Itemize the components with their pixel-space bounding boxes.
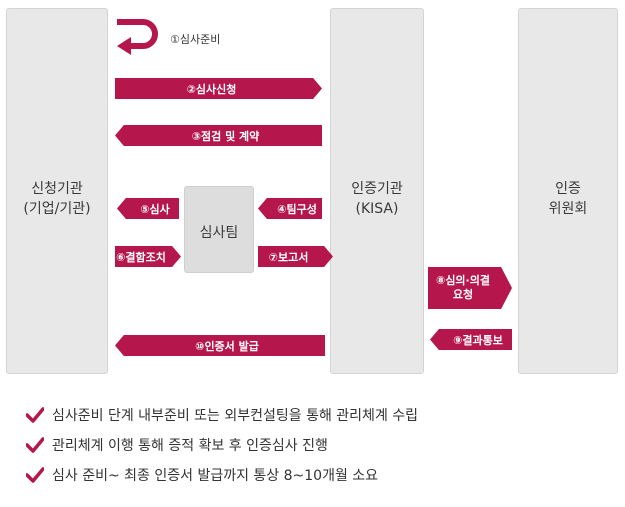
checkmark-icon	[26, 437, 44, 453]
audit-team-box: 심사팀	[184, 186, 254, 273]
note-item: 심사준비 단계 내부준비 또는 외부컨설팅을 통해 관리체계 수립	[26, 400, 418, 430]
step-10-label: ⑩인증서 발급	[195, 339, 259, 353]
note-text: 심사 준비~ 최종 인증서 발급까지 통상 8~10개월 소요	[52, 468, 379, 484]
committee-column: 인증 위원회	[518, 8, 618, 374]
step-8-arrow: ⑧심의·의결 요청	[428, 267, 512, 309]
step-3-label: ③점검 및 계약	[191, 129, 260, 143]
step-2-arrow: ②심사신청	[115, 78, 322, 99]
step-3-arrow: ③점검 및 계약	[115, 125, 322, 146]
note-item: 심사 준비~ 최종 인증서 발급까지 통상 8~10개월 소요	[26, 460, 418, 490]
step-9-label: ⑨결과통보	[453, 333, 503, 347]
step-4-arrow: ④팀구성	[258, 198, 322, 219]
step-10-arrow: ⑩인증서 발급	[115, 335, 325, 356]
return-arrow-icon	[117, 19, 158, 55]
cert-body-label: 인증기관 (KISA)	[351, 181, 403, 217]
committee-label: 인증 위원회	[548, 181, 588, 217]
note-item: 관리체계 이행 통해 증적 확보 후 인증심사 진행	[26, 430, 418, 460]
step-9-arrow: ⑨결과통보	[430, 329, 512, 350]
audit-team-label: 심사팀	[199, 225, 239, 241]
note-text: 관리체계 이행 통해 증적 확보 후 인증심사 진행	[52, 438, 328, 454]
checkmark-icon	[26, 467, 44, 483]
step-5-label: ⑤심사	[140, 202, 170, 216]
cert-body-column: 인증기관 (KISA)	[330, 8, 424, 374]
applicant-column: 신청기관 (기업/기관)	[6, 8, 108, 374]
checkmark-icon	[26, 407, 44, 423]
step-2-label: ②심사신청	[186, 82, 237, 96]
step-5-arrow: ⑤심사	[117, 198, 179, 219]
step-1-label: ①심사준비	[170, 33, 221, 46]
applicant-label: 신청기관 (기업/기관)	[23, 181, 91, 217]
step-8-label: ⑧심의·의결 요청	[436, 274, 490, 301]
note-text: 심사준비 단계 내부준비 또는 외부컨설팅을 통해 관리체계 수립	[52, 408, 419, 424]
notes-list: 심사준비 단계 내부준비 또는 외부컨설팅을 통해 관리체계 수립 관리체계 이…	[26, 400, 418, 490]
step-7-arrow: ⑦보고서	[258, 246, 333, 267]
step-6-label: ⑥결함조치	[116, 250, 166, 264]
step-4-label: ④팀구성	[277, 202, 317, 216]
step-7-label: ⑦보고서	[268, 250, 309, 264]
step-6-arrow: ⑥결함조치	[115, 246, 181, 267]
